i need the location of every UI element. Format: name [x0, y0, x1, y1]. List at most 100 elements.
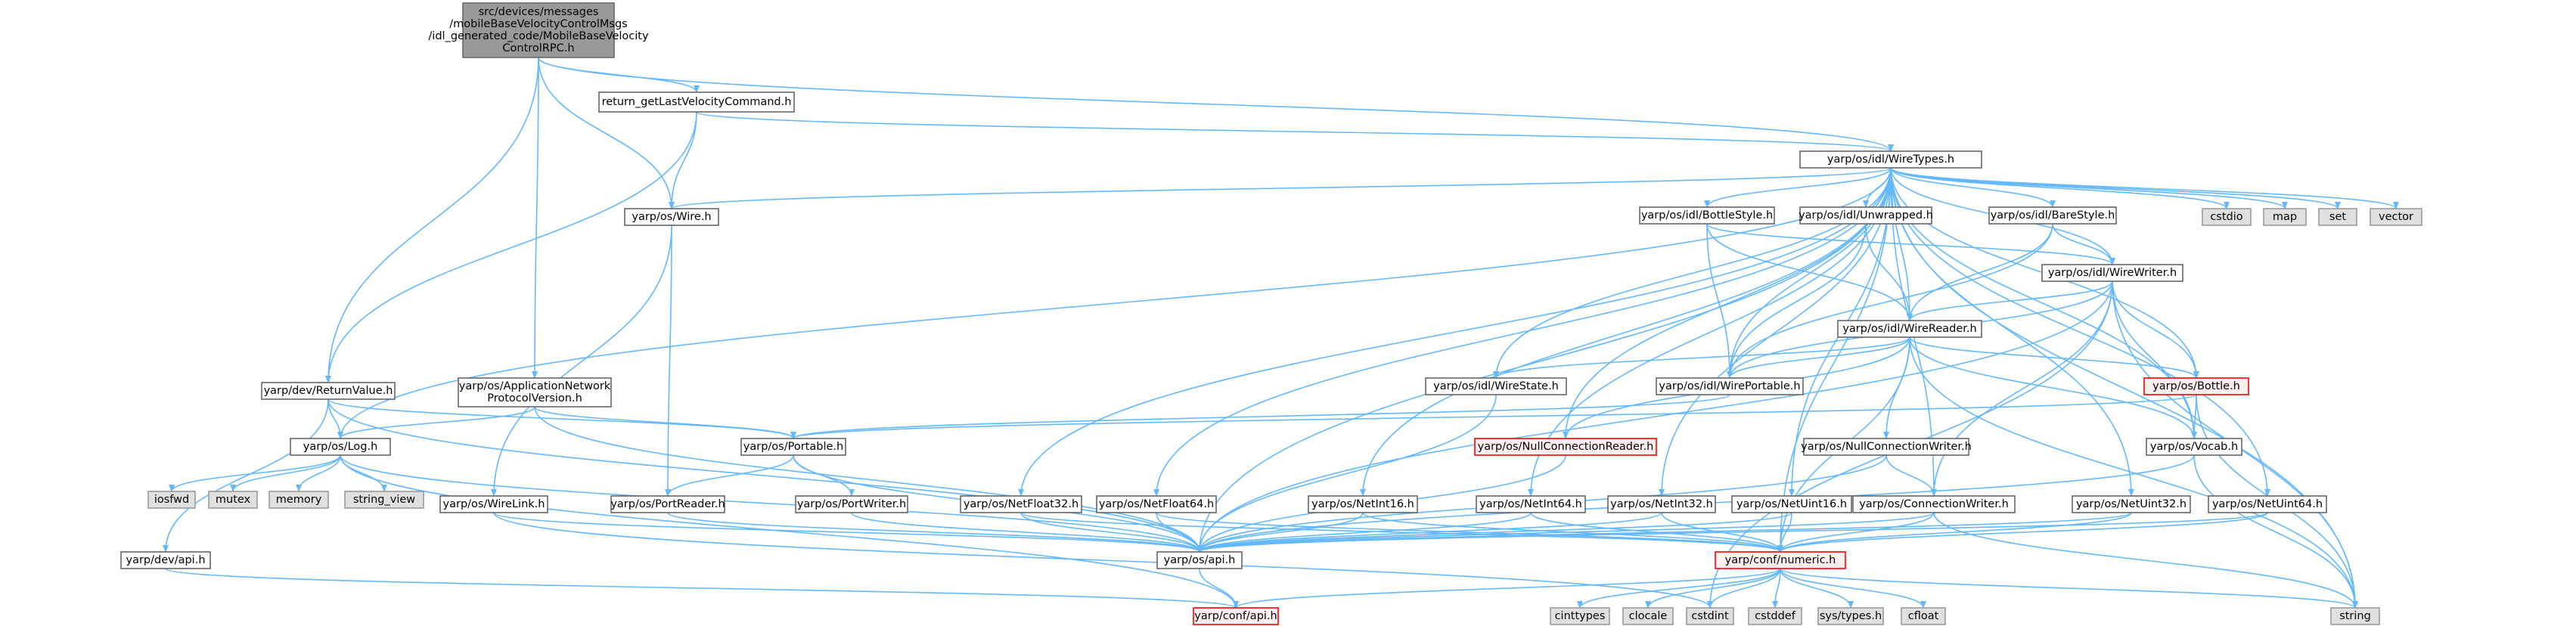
edge-log-to-osapi	[340, 454, 1203, 553]
node-set[interactable]: set	[2318, 208, 2357, 226]
node-cstdint[interactable]: cstdint	[1686, 607, 1734, 625]
edge-barestyle-to-wirereader	[1907, 223, 2053, 321]
node-box	[610, 495, 725, 513]
edge-root-to-retval	[325, 57, 539, 383]
node-box	[1748, 607, 1802, 625]
node-label: yarp/os/Bottle.h	[2152, 380, 2240, 392]
node-netfloat64[interactable]: yarp/os/NetFloat64.h	[1096, 495, 1217, 513]
node-label: iosfwd	[154, 494, 189, 506]
node-box	[1715, 551, 1846, 569]
edge-unwrapped-to-wirereader	[1865, 223, 1913, 321]
node-cstddef[interactable]: cstddef	[1748, 607, 1802, 625]
node-label: yarp/os/NetInt32.h	[1610, 498, 1713, 510]
node-netuint32[interactable]: yarp/os/NetUint32.h	[2072, 495, 2191, 513]
node-confapi[interactable]: yarp/conf/api.h	[1193, 607, 1279, 625]
node-systypes[interactable]: sys/types.h	[1817, 607, 1884, 625]
node-label: map	[2273, 211, 2297, 223]
node-mutex[interactable]: mutex	[208, 491, 258, 509]
node-cstdio[interactable]: cstdio	[2202, 208, 2252, 226]
edge-netuint64-to-osapi	[1196, 512, 2268, 553]
node-label: cstddef	[1755, 610, 1796, 622]
node-wirelink[interactable]: yarp/os/WireLink.h	[439, 495, 548, 513]
node-netint64[interactable]: yarp/os/NetInt64.h	[1476, 495, 1586, 513]
node-clocale[interactable]: clocale	[1622, 607, 1674, 625]
node-wirewriter[interactable]: yarp/os/idl/WireWriter.h	[2041, 264, 2183, 282]
node-retval[interactable]: yarp/dev/ReturnValue.h	[261, 382, 396, 400]
edge-retval-to-osapi	[327, 398, 1203, 553]
edge-appnet-to-log	[337, 406, 535, 439]
node-netuint16[interactable]: yarp/os/NetUint16.h	[1731, 495, 1852, 513]
node-cinttypes[interactable]: cinttypes	[1550, 607, 1610, 625]
node-box	[1622, 607, 1674, 625]
node-retcmd[interactable]: return_getLastVelocityCommand.h	[598, 91, 795, 113]
node-root[interactable]: src/devices/messages/mobileBaseVelocityC…	[428, 2, 649, 58]
node-netint16[interactable]: yarp/os/NetInt16.h	[1308, 495, 1418, 513]
node-nullconnreader[interactable]: yarp/os/NullConnectionReader.h	[1474, 438, 1657, 456]
node-map[interactable]: map	[2263, 208, 2307, 226]
node-label: yarp/os/idl/BottleStyle.h	[1641, 209, 1773, 222]
node-box	[1639, 206, 1775, 225]
node-wireportable[interactable]: yarp/os/idl/WirePortable.h	[1656, 377, 1804, 395]
node-vocab[interactable]: yarp/os/Vocab.h	[2146, 438, 2242, 456]
node-label: /mobileBaseVelocityControlMsgs	[449, 18, 628, 30]
node-string_view[interactable]: string_view	[344, 491, 424, 509]
edge-numeric-to-confapi	[1233, 568, 1781, 609]
edge-wiretypes-to-barestyle	[1890, 167, 2056, 208]
node-netint32[interactable]: yarp/os/NetInt32.h	[1607, 495, 1716, 513]
node-label: yarp/conf/numeric.h	[1725, 554, 1836, 566]
node-box	[2146, 438, 2242, 456]
node-cfloat[interactable]: cfloat	[1901, 607, 1946, 625]
node-label: yarp/os/NetInt64.h	[1479, 498, 1582, 510]
node-bottle[interactable]: yarp/os/Bottle.h	[2143, 377, 2249, 395]
node-portwriter[interactable]: yarp/os/PortWriter.h	[795, 495, 908, 513]
node-vector[interactable]: vector	[2370, 208, 2422, 226]
edge-root-to-appnet	[532, 57, 539, 379]
node-box	[1803, 438, 1969, 456]
node-appnet[interactable]: yarp/os/ApplicationNetworkProtocolVersio…	[458, 377, 612, 408]
edge-wirewriter-to-wirereader	[1907, 280, 2113, 321]
node-nullconnwriter[interactable]: yarp/os/NullConnectionWriter.h	[1801, 438, 1972, 456]
edge-retcmd-to-wire	[669, 111, 697, 209]
node-bottlestyle[interactable]: yarp/os/idl/BottleStyle.h	[1639, 206, 1775, 225]
edge-wiretypes-to-map	[1890, 167, 2288, 209]
node-barestyle[interactable]: yarp/os/idl/BareStyle.h	[1988, 206, 2117, 225]
edge-root-to-wire	[538, 57, 675, 209]
node-osapi[interactable]: yarp/os/api.h	[1156, 551, 1243, 569]
node-connwriter[interactable]: yarp/os/ConnectionWriter.h	[1852, 495, 2016, 513]
node-box	[462, 2, 615, 58]
node-memory[interactable]: memory	[268, 491, 329, 509]
node-iosfwd[interactable]: iosfwd	[147, 491, 196, 509]
node-label: yarp/conf/api.h	[1194, 610, 1277, 622]
node-label: /idl_generated_code/MobileBaseVelocity	[428, 30, 649, 42]
node-label: yarp/os/NetFloat64.h	[1099, 498, 1214, 510]
edge-wirewriter-to-bottle	[2112, 280, 2199, 379]
node-wire[interactable]: yarp/os/Wire.h	[624, 208, 719, 226]
node-portreader[interactable]: yarp/os/PortReader.h	[610, 495, 725, 513]
edge-root-to-wiretypes	[538, 57, 1894, 152]
edge-vocab-to-string	[2193, 454, 2358, 609]
node-netfloat32[interactable]: yarp/os/NetFloat32.h	[960, 495, 1082, 513]
node-devapi[interactable]: yarp/dev/api.h	[120, 551, 211, 569]
edge-bottle-to-portable	[790, 394, 2197, 439]
node-portable[interactable]: yarp/os/Portable.h	[740, 438, 846, 456]
edge-wiretypes-to-cstdio	[1890, 167, 2230, 209]
node-label: clocale	[1629, 610, 1668, 622]
node-netuint64[interactable]: yarp/os/NetUint64.h	[2208, 495, 2327, 513]
node-label: cstdint	[1691, 610, 1729, 622]
node-wirereader[interactable]: yarp/os/idl/WireReader.h	[1837, 320, 1982, 338]
node-box	[1156, 551, 1243, 569]
node-label: set	[2329, 211, 2346, 223]
node-wiretypes[interactable]: yarp/os/idl/WireTypes.h	[1799, 150, 1982, 169]
node-box	[147, 491, 196, 509]
edge-netint32-to-osapi	[1196, 512, 1662, 553]
node-box	[1686, 607, 1734, 625]
node-string[interactable]: string	[2330, 607, 2380, 625]
node-wirestate[interactable]: yarp/os/idl/WireState.h	[1425, 377, 1567, 395]
node-box	[290, 438, 391, 456]
edge-wirereader-to-wirestate	[1493, 336, 1910, 379]
node-label: yarp/os/idl/WirePortable.h	[1659, 380, 1800, 392]
node-log[interactable]: yarp/os/Log.h	[290, 438, 391, 456]
node-numeric[interactable]: yarp/conf/numeric.h	[1715, 551, 1846, 569]
node-unwrapped[interactable]: yarp/os/idl/Unwrapped.h	[1799, 206, 1933, 225]
